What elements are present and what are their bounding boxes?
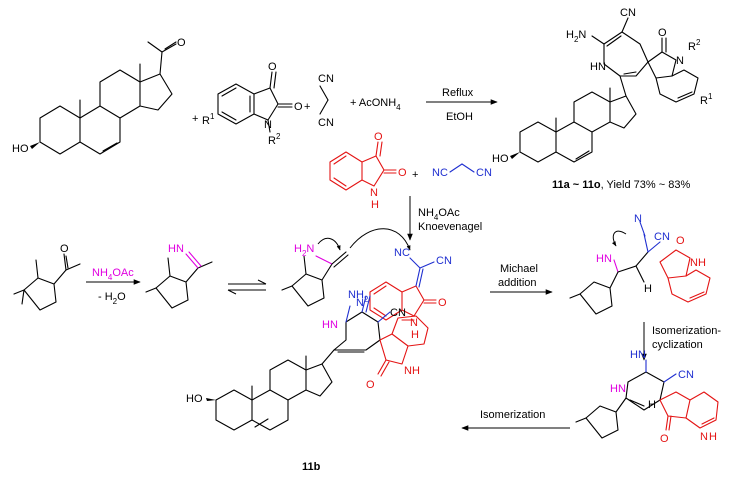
final-product-label: 11b <box>302 461 321 473</box>
product-11a-11o-structure <box>510 17 699 163</box>
p1-hn: HN <box>590 61 606 73</box>
p1-h2n: H2N <box>566 29 586 44</box>
p1-ho: HO <box>492 153 509 165</box>
isatin-n: N <box>264 119 272 131</box>
isomerization-label: Isomerization <box>480 409 545 421</box>
ho-label: HO <box>12 143 29 155</box>
plus-sign-2: + <box>304 101 310 113</box>
minus-water: - H2O <box>98 291 126 306</box>
ci-n: N <box>700 431 708 443</box>
isatin-red-o-top: O <box>374 131 383 143</box>
cycl-label: cyclization <box>652 339 703 351</box>
adduct-n: N <box>410 317 418 329</box>
nh4oac-left: NH4OAc <box>92 267 134 282</box>
malononitrile-structure <box>319 85 329 115</box>
ci-o: O <box>660 433 669 445</box>
reflux-label: Reflux <box>442 87 474 99</box>
knoev-reagent: NH4OAc <box>418 207 460 222</box>
p11b-n: N <box>356 297 364 309</box>
mal-blue-cn: CN <box>476 167 492 179</box>
enamine-fragment <box>281 251 349 307</box>
etoh-label: EtOH <box>446 111 473 123</box>
curved-arrow-ma <box>611 230 627 247</box>
p11b-o: O <box>366 379 375 391</box>
r2-label: R2 <box>268 132 281 147</box>
ketone-fragment <box>13 253 81 311</box>
p1-r1: R1 <box>700 92 713 107</box>
isatin-generic-structure <box>217 71 293 133</box>
isom-cycl-label: Isomerization- <box>652 325 721 337</box>
imine-fragment <box>145 251 213 309</box>
ma-cn: CN <box>654 231 670 243</box>
ma-h: H <box>644 283 652 295</box>
plus-isatin: + <box>412 169 418 181</box>
p11b-nh2: NH2 <box>348 289 369 304</box>
ci-nh-h: H <box>709 431 717 443</box>
adduct-nc: NC <box>394 247 410 259</box>
addition-label: addition <box>498 277 537 289</box>
imine-hn: HN <box>168 243 184 255</box>
p1-cn: CN <box>620 7 636 19</box>
knoevenagel-adduct <box>369 257 437 321</box>
o-label: O <box>177 37 186 49</box>
isatin-red-structure <box>329 141 397 191</box>
p1-o: O <box>658 27 667 39</box>
enamine-h2n: H2N <box>294 243 314 258</box>
plus-sign-1: + <box>192 113 198 125</box>
isatin-red-o-right: O <box>398 167 407 179</box>
p11b-ho: HO <box>186 393 203 405</box>
ci-cn: CN <box>678 369 694 381</box>
isatin-red-h: H <box>371 199 379 211</box>
mal-cn-top: CN <box>318 73 334 85</box>
curved-arrow-enamine <box>317 237 341 251</box>
product-11b-structure <box>206 295 429 431</box>
p11b-hn: HN <box>322 319 338 331</box>
ci-hn-top: HN <box>630 349 646 361</box>
malononitrile-blue-structure <box>449 163 475 173</box>
ma-n: N <box>634 213 642 225</box>
p11b-cn: CN <box>390 307 406 319</box>
ammonium-acetate: + AcONH4 <box>350 97 401 112</box>
r1-label: R1 <box>202 112 215 127</box>
ma-hn: HN <box>596 253 612 265</box>
adduct-cn: CN <box>436 255 452 267</box>
cyclized-intermediate <box>575 359 719 439</box>
p1-r2: R2 <box>688 38 701 53</box>
knoev-label: Knoevenagel <box>418 221 482 233</box>
ci-h: H <box>648 399 656 411</box>
isatin-o-right: O <box>294 101 303 113</box>
product-11a-11o-label: 11a ~ 11o, Yield 73% ~ 83% <box>552 179 690 191</box>
adduct-o: O <box>438 297 447 309</box>
pregnenolone-structure <box>30 41 177 155</box>
ketone-o: O <box>60 243 69 255</box>
isatin-red-nh: N <box>370 187 378 199</box>
mal-blue-nc: NC <box>432 167 448 179</box>
curved-arrow-attack <box>349 228 411 251</box>
ci-hn: HN <box>610 383 626 395</box>
equilibrium-arrows <box>227 279 267 295</box>
mal-cn-bottom: CN <box>318 117 334 129</box>
michael-label: Michael <box>500 263 538 275</box>
p1-n: N <box>676 55 684 67</box>
p11b-nh: NH <box>404 365 420 377</box>
ma-nh: NH <box>690 257 706 269</box>
ma-o: O <box>676 235 685 247</box>
isatin-o-top: O <box>268 61 277 73</box>
adduct-h: H <box>411 329 419 341</box>
michael-adduct <box>569 221 711 315</box>
